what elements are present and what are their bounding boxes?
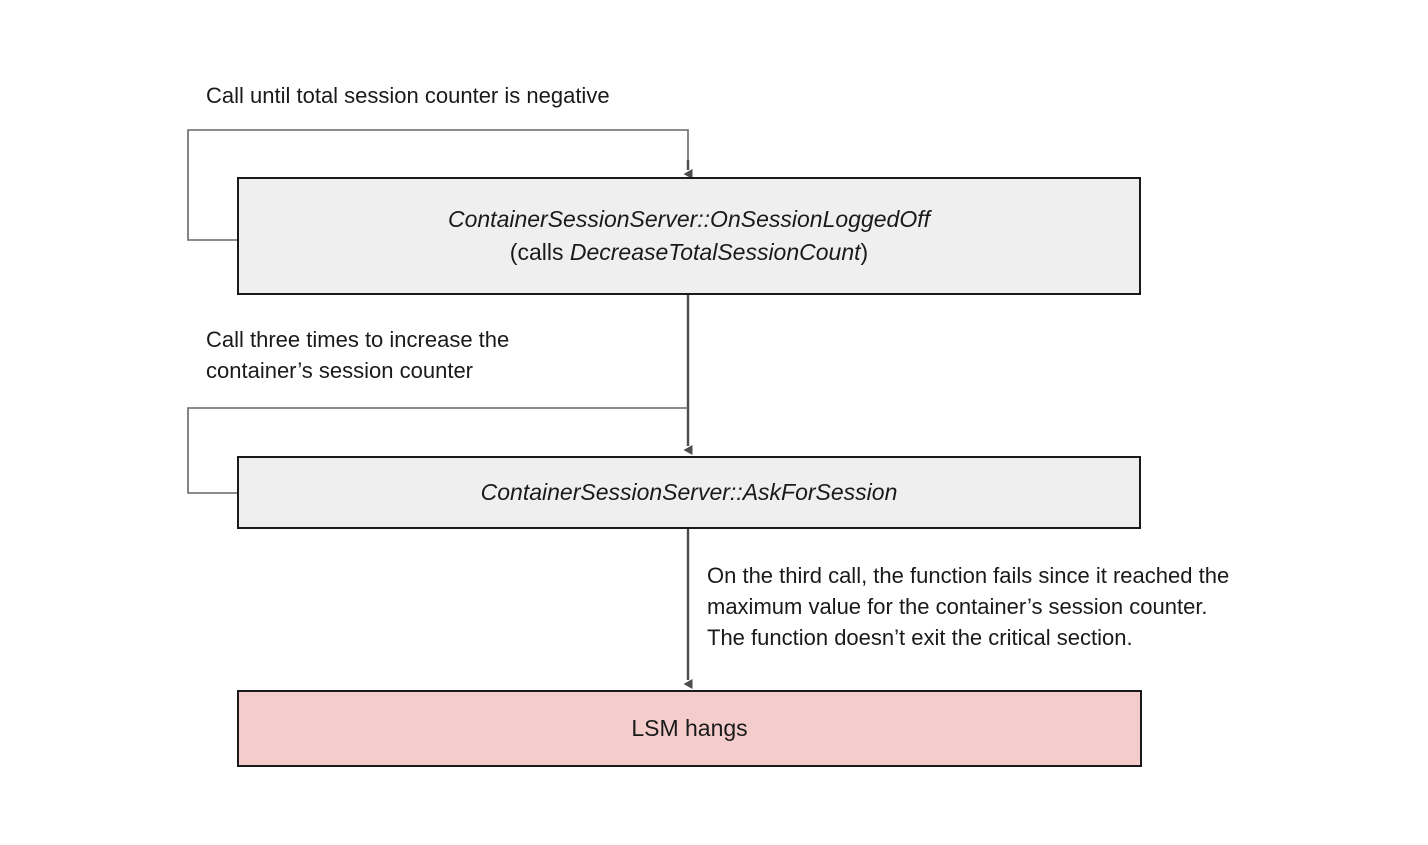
node-lsm-hangs[interactable]: LSM hangs (237, 690, 1142, 767)
annotation-third-call-fails: On the third call, the function fails si… (707, 563, 1230, 651)
node-ask-for-session[interactable]: ContainerSessionServer::AskForSession (237, 456, 1141, 529)
node-on-session-logged-off-title: ContainerSessionServer::OnSessionLoggedO… (447, 205, 930, 232)
calls-suffix: ) (860, 239, 869, 265)
calls-function-name: DecreaseTotalSessionCount (569, 239, 861, 265)
node-ask-for-session-title: ContainerSessionServer::AskForSession (480, 478, 898, 505)
node-on-session-logged-off[interactable]: ContainerSessionServer::OnSessionLoggedO… (237, 177, 1141, 295)
annotation-loop-three-times: Call three times to increase the contain… (206, 327, 510, 384)
node-lsm-hangs-title: LSM hangs (631, 714, 748, 741)
node-on-session-logged-off-subtitle: (calls DecreaseTotalSessionCount) (510, 236, 868, 269)
annotation-loop-total-session-counter: Call until total session counter is nega… (206, 83, 610, 108)
calls-prefix: (calls (509, 239, 570, 265)
